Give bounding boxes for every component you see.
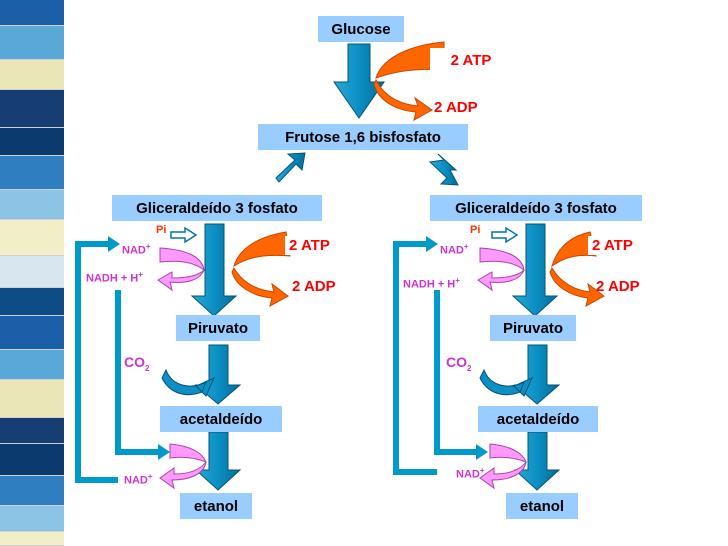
strip-band	[0, 190, 64, 220]
left-nadh-to-nad-shape	[159, 443, 207, 490]
top-adp-label: 2 ADP	[434, 99, 478, 116]
right-nad2-charge: +	[479, 466, 485, 475]
right-acetaldehyde-to-ethanol-arrow	[513, 431, 561, 491]
strip-band	[0, 256, 64, 288]
right-nad-label: NAD+	[440, 242, 469, 257]
left-h-charge: +	[138, 270, 143, 279]
left-ethanol-box: etanol	[180, 493, 252, 519]
left-acetaldehyde-box: acetaldeído	[160, 406, 282, 432]
strip-band	[0, 506, 64, 532]
strip-band	[0, 316, 64, 350]
left-g3p-box: Gliceraldeído 3 fosfato	[112, 195, 322, 221]
left-nad-charge: +	[145, 242, 151, 251]
right-nad-charge: +	[463, 242, 469, 251]
left-nad-text: NAD	[122, 244, 146, 257]
left-nad-label: NAD+	[122, 242, 151, 257]
strip-band	[0, 0, 64, 26]
right-adp-label: 2 ADP	[596, 278, 640, 295]
strip-band	[0, 156, 64, 190]
right-nadh-label: NADH + H+	[403, 276, 460, 291]
right-g3p-box: Gliceraldeído 3 fosfato	[430, 195, 642, 221]
strip-band	[0, 220, 64, 256]
left-co2-sub: 2	[145, 363, 150, 373]
left-co2-shape	[161, 368, 215, 397]
strip-band	[0, 128, 64, 156]
left-nadh-text: NADH + H	[86, 272, 139, 285]
left-nadh-feedback-line	[115, 290, 170, 460]
right-nad2-text: NAD	[456, 468, 480, 481]
right-pyruvate-box: Piruvato	[490, 315, 576, 341]
right-nad-shape	[477, 247, 525, 292]
right-ethanol-box: etanol	[506, 493, 578, 519]
right-nadh-text: NADH + H	[403, 278, 456, 291]
split-arrow-right	[428, 153, 459, 186]
left-pyruvate-to-acetaldehyde-arrow	[194, 344, 242, 405]
strip-band	[0, 288, 64, 316]
right-atp-label: 2 ATP	[588, 236, 637, 255]
split-arrow-left	[275, 152, 306, 183]
right-co2-label: CO2	[446, 354, 471, 373]
strip-band	[0, 60, 64, 90]
left-co2-text: CO	[124, 354, 145, 370]
right-nadh-to-nad-shape	[479, 443, 527, 490]
strip-band	[0, 444, 64, 476]
left-pyruvate-box: Piruvato	[176, 315, 260, 341]
strip-band	[0, 90, 64, 128]
left-nad-shape	[157, 247, 205, 292]
left-nad2-label: NAD+	[124, 472, 153, 487]
right-h-charge: +	[455, 276, 460, 285]
left-acetaldehyde-to-ethanol-arrow	[194, 431, 242, 491]
right-main-arrow	[511, 223, 559, 317]
strip-band	[0, 350, 64, 380]
left-nad2-charge: +	[147, 472, 153, 481]
glucose-box: Glucose	[318, 16, 404, 42]
left-pi-label: Pi	[156, 224, 167, 236]
left-nad2-text: NAD	[124, 474, 148, 487]
left-pi-arrow	[170, 226, 198, 244]
top-atp-label: 2 ATP	[430, 48, 512, 72]
left-atp-shape	[231, 231, 291, 307]
right-pi-label: Pi	[470, 224, 481, 236]
right-pi-arrow	[491, 226, 519, 244]
left-adp-label: 2 ADP	[292, 278, 336, 295]
right-nad2-label: NAD+	[456, 466, 485, 481]
top-atp-consumption-shape	[373, 41, 445, 121]
right-co2-text: CO	[446, 354, 467, 370]
left-main-arrow	[190, 223, 238, 317]
left-nad-recycle-line	[75, 236, 120, 483]
right-atp-shape	[549, 231, 605, 307]
right-co2-sub: 2	[467, 363, 472, 373]
fructose-bisphosphate-box: Frutose 1,6 bisfosfato	[258, 124, 468, 150]
decorative-side-strip	[0, 0, 64, 546]
right-nad-recycle-line	[393, 236, 438, 475]
right-co2-shape	[479, 368, 533, 397]
strip-band	[0, 380, 64, 418]
left-co2-label: CO2	[124, 354, 149, 373]
right-nadh-feedback-line	[434, 290, 488, 460]
strip-band	[0, 476, 64, 506]
glucose-to-fructose-arrow	[333, 43, 385, 119]
left-atp-label: 2 ATP	[285, 236, 334, 255]
strip-band	[0, 26, 64, 60]
right-nad-text: NAD	[440, 244, 464, 257]
left-nadh-label: NADH + H+	[86, 270, 143, 285]
strip-band	[0, 418, 64, 444]
right-pyruvate-to-acetaldehyde-arrow	[513, 344, 561, 405]
right-acetaldehyde-box: acetaldeído	[478, 406, 598, 432]
